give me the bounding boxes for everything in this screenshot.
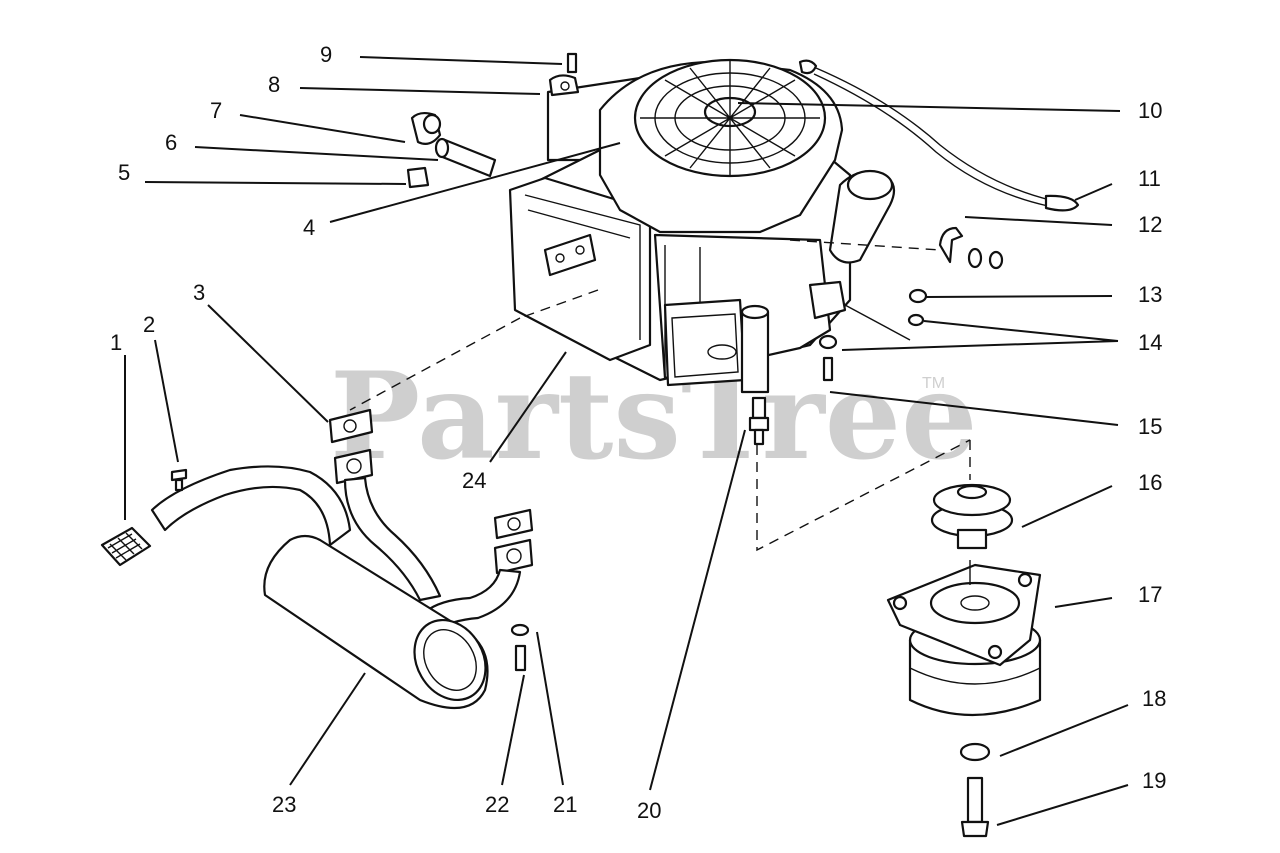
clip-hardware [789,226,1004,382]
callout-16: 16 [1138,470,1162,495]
pulley-clutch [886,483,1042,838]
callout-9: 9 [320,42,332,67]
callout-19: 19 [1142,768,1166,793]
callout-6: 6 [165,130,177,155]
callout-17: 17 [1138,582,1162,607]
callout-8: 8 [268,72,280,97]
callout-14: 14 [1138,330,1162,355]
callout-24: 24 [462,468,486,493]
spark-plug [748,396,770,446]
callout-12: 12 [1138,212,1162,237]
callout-7: 7 [210,98,222,123]
callout-22: 22 [485,792,509,817]
centerlines [349,289,971,552]
callout-2: 2 [143,312,155,337]
callout-5: 5 [118,160,130,185]
callout-23: 23 [272,792,296,817]
watermark-tm: TM [922,375,945,392]
callout-4: 4 [303,215,315,240]
callout-15: 15 [1138,414,1162,439]
ground-wire [798,59,1080,212]
callout-1: 1 [110,330,122,355]
callout-21: 21 [553,792,577,817]
callout-20: 20 [637,798,661,823]
callout-11: 11 [1138,166,1161,191]
callout-3: 3 [193,280,205,305]
leader-lines [124,56,1129,826]
callout-13: 13 [1138,282,1162,307]
exhaust-system [100,408,534,710]
callout-18: 18 [1142,686,1166,711]
callout-labels: 1 2 3 4 5 6 7 8 9 10 11 12 13 14 15 16 1… [110,42,1166,823]
callout-10: 10 [1138,98,1162,123]
fittings [406,52,580,189]
